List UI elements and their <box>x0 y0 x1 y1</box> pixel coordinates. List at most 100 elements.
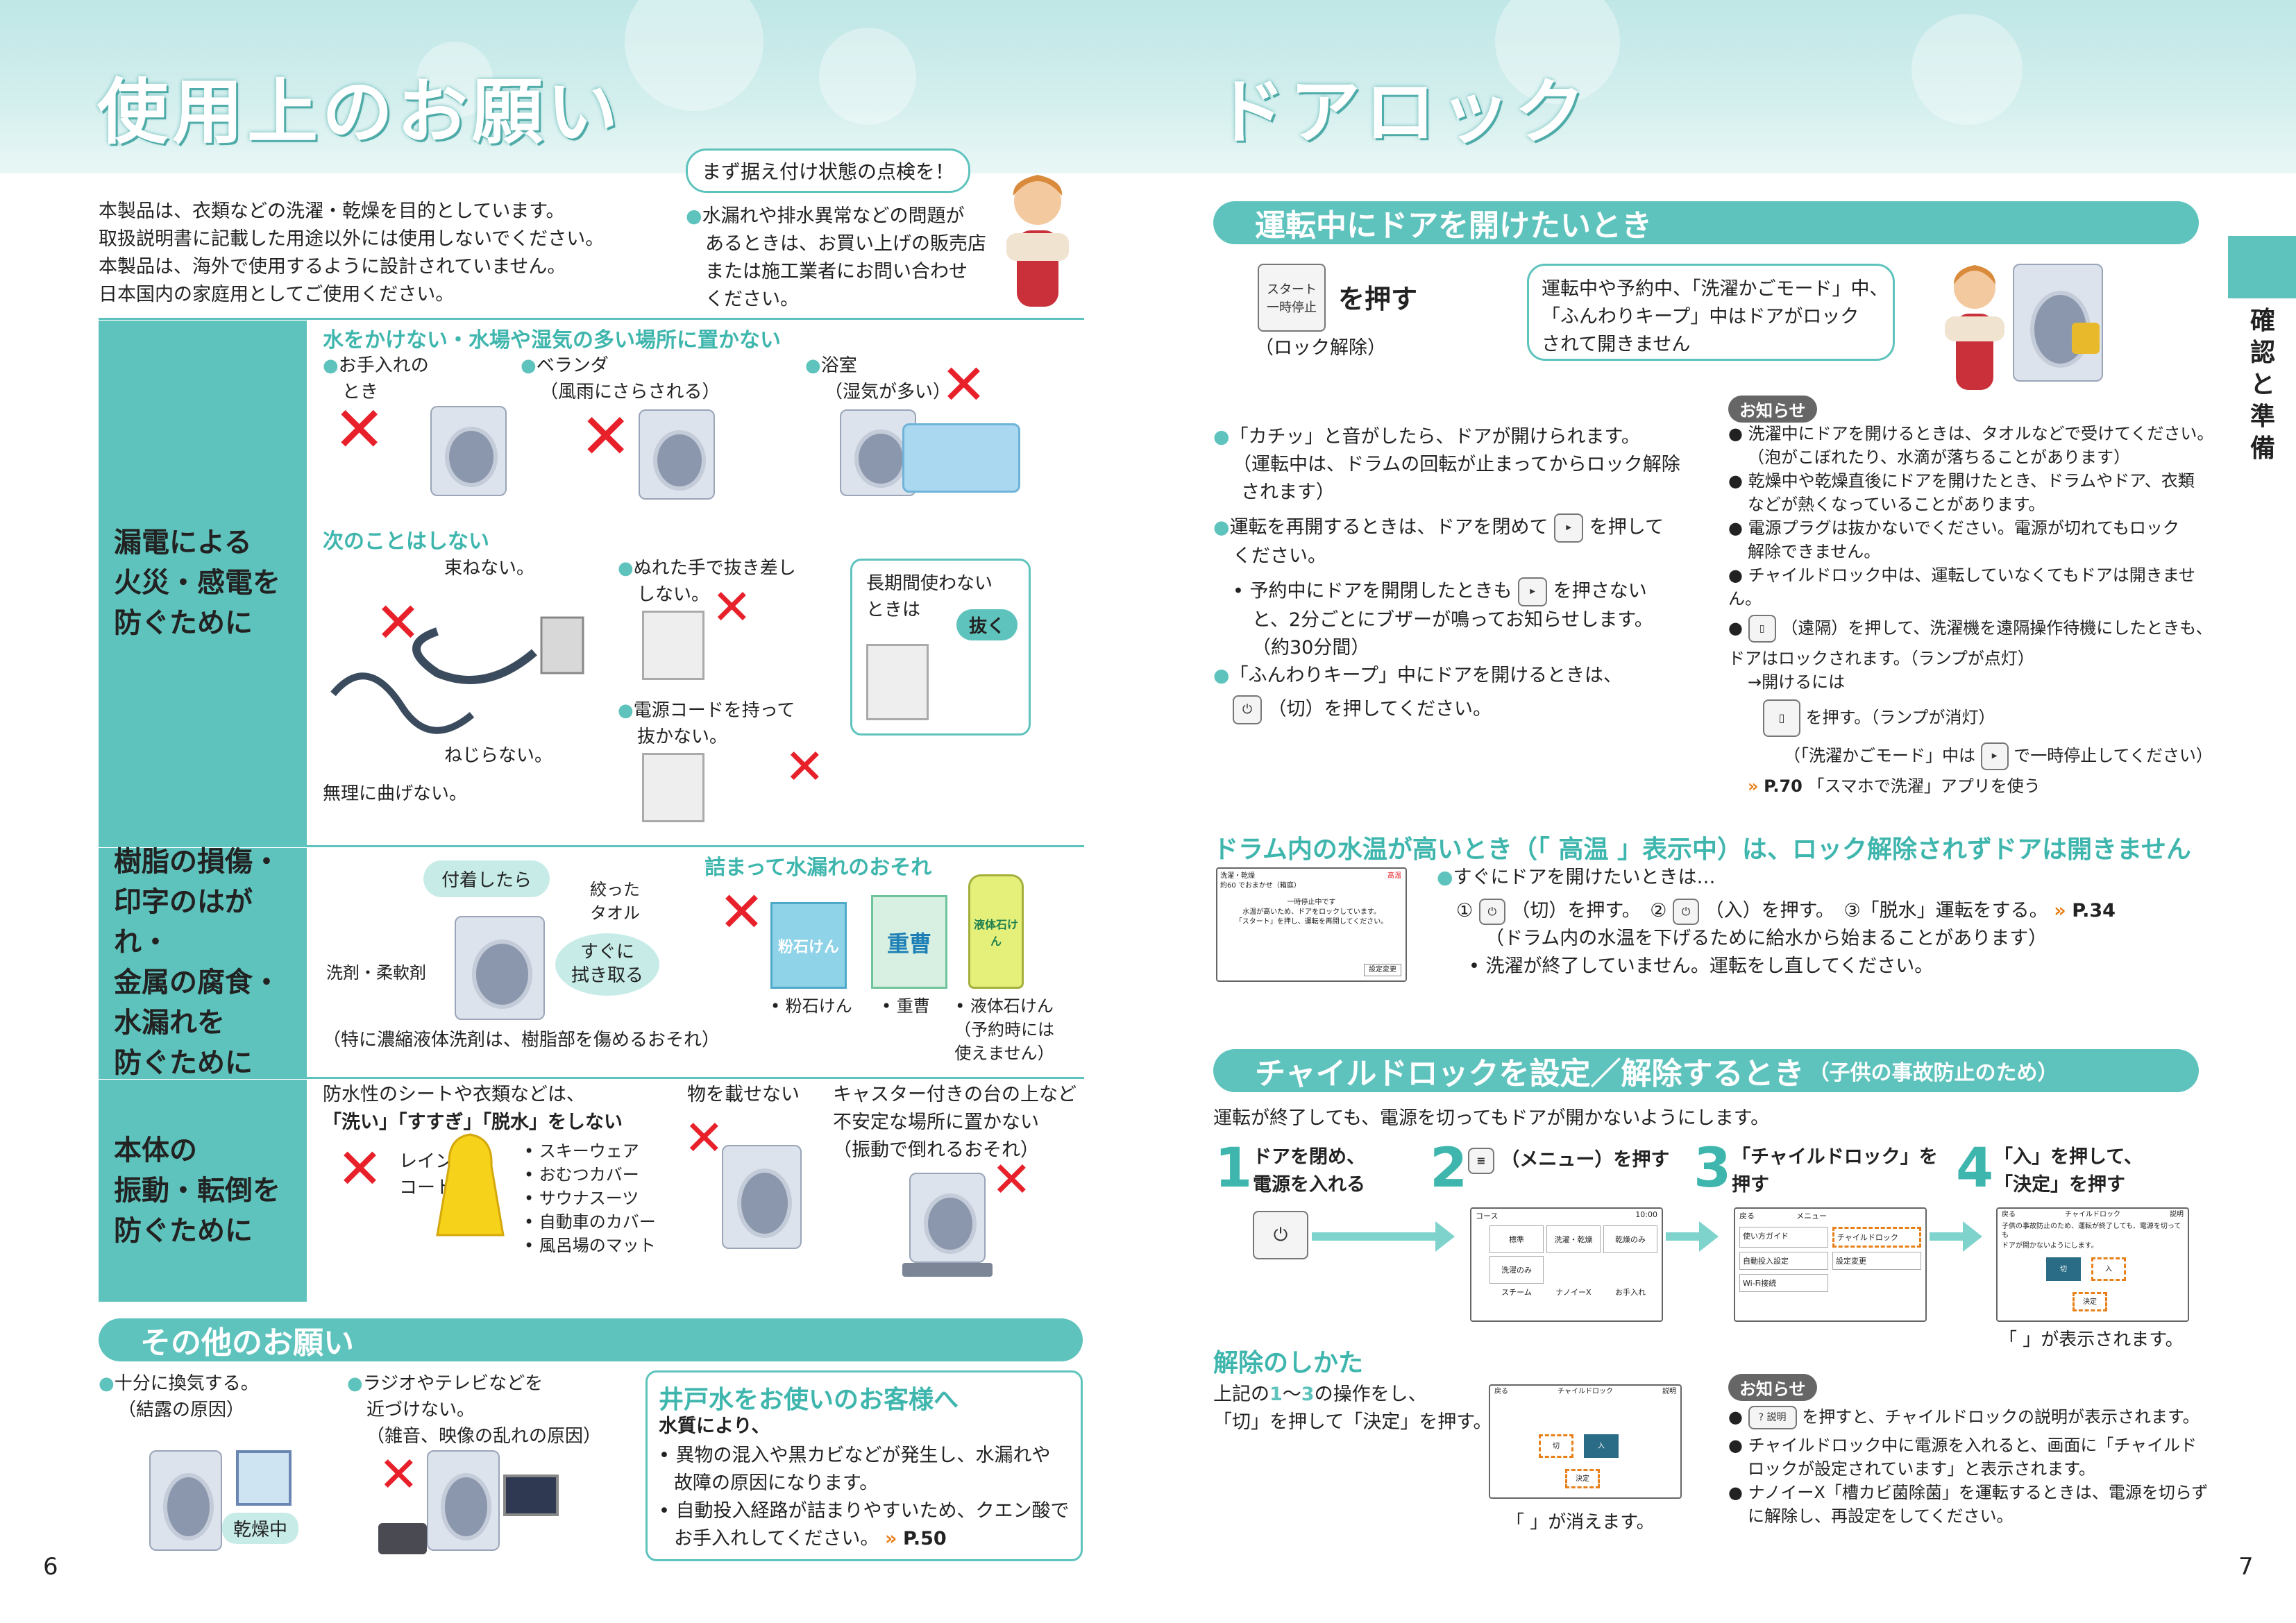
bathtub-illustration <box>902 423 1020 493</box>
radio-text: ●ラジオやテレビなどを近づけない。（雑音、映像の乱れの原因） <box>347 1373 602 1447</box>
prohibit-x-icon: ✕ <box>580 400 632 473</box>
page-number-left: 6 <box>43 1553 58 1581</box>
start-button-inline[interactable]: ▶ <box>1554 513 1584 543</box>
outlet-illustration <box>642 753 704 822</box>
chapter-tab <box>2228 236 2296 298</box>
attached-bubble: 付着したら <box>423 860 550 897</box>
row1-heading-dont: 次のことはしない <box>323 529 489 554</box>
clog-heading: 詰まって水漏れのおそれ <box>704 856 932 880</box>
high-temp-screen: 洗濯・乾燥約60 でおまかせ（箱庭） 一時停止中です 水温が高いため、ドアをロッ… <box>1216 867 1407 982</box>
prohibit-x-icon: ✕ <box>337 1137 384 1201</box>
off-option[interactable]: 切 <box>1539 1434 1573 1458</box>
woman-illustration <box>986 167 1090 312</box>
divider <box>99 845 1084 847</box>
step-number-4: 4 <box>1956 1137 1994 1200</box>
confirm-option[interactable]: 決定 <box>2073 1292 2107 1311</box>
notice-badge: お知らせ <box>1728 396 1817 423</box>
row2-note: （特に濃縮液体洗剤は、樹脂部を傷めるおそれ） <box>323 1030 720 1051</box>
outlet-illustration <box>866 644 929 720</box>
no-twist-text: ねじらない。 <box>444 745 553 766</box>
install-note: ●水漏れや排水異常などの問題が あるときは、お買い上げの販売店 または施工業者に… <box>686 205 986 310</box>
menu-button-inline[interactable]: ≡ <box>1468 1147 1494 1174</box>
remote-button-inline[interactable]: ▯ <box>1763 699 1800 737</box>
menu-screen: 戻るメニュー 使い方ガイド チャイルドロック 自動投入設定 設定変更 Wi-Fi… <box>1734 1207 1927 1322</box>
power-button[interactable]: ⏻ <box>1253 1211 1308 1259</box>
check-bubble: まず据え付け状態の点検を！ <box>686 148 970 193</box>
well-water-sub: 水質により、 <box>659 1416 770 1437</box>
left-header <box>0 0 1148 173</box>
lock-icon <box>2072 323 2100 354</box>
well-water-box: 井戸水をお使いのお客様へ 水質により、 • 異物の混入や黒カビなどが発生し、水漏… <box>645 1370 1083 1561</box>
section-child-lock: チャイルドロックを設定／解除するとき（子供の事故防止のため） <box>1213 1049 2199 1092</box>
power-off-button-inline[interactable]: ⏻ <box>1478 898 1505 925</box>
divider <box>99 1077 1084 1079</box>
power-off-button-inline[interactable]: ⏻ <box>1233 695 1262 724</box>
well-page-ref[interactable]: P.50 <box>903 1528 947 1549</box>
washer-illustration <box>430 406 507 496</box>
push-label: を押す <box>1338 284 1418 314</box>
caster-text: キャスター付きの台の上など不安定な場所に置かない（振動で倒れるおそれ） <box>833 1084 1077 1161</box>
prohibit-x-icon: ✕ <box>378 1446 419 1503</box>
washer-illustration <box>840 409 916 496</box>
shown-text: 「 」が表示されます。 <box>1999 1329 2184 1350</box>
step-arrow <box>1666 1221 1719 1252</box>
no-bundle-text: 束ねない。 <box>444 558 535 579</box>
well-water-item2: • 自動投入経路が詰まりやすいため、クエン酸でお手入れしてください。 » P.5… <box>659 1500 1070 1549</box>
water-case-bathroom: ●浴室（湿気が多い） <box>805 355 952 402</box>
unplug-box: 長期間使わないときは 抜く <box>850 559 1031 736</box>
liquid-soap-bottle: 液体石けん <box>968 874 1024 989</box>
step-number-1: 1 <box>1215 1137 1253 1200</box>
help-button-inline[interactable]: ? 説明 <box>1748 1406 1797 1429</box>
vent-text: ●十分に換気する。（結露の原因） <box>99 1373 259 1420</box>
prohibit-x-icon: ✕ <box>684 1110 725 1166</box>
prohibit-x-icon: ✕ <box>718 880 766 944</box>
step2-text: ≡ （メニュー）を押す <box>1468 1146 1669 1174</box>
washer-illustration <box>909 1173 986 1263</box>
lock-bubble: 運転中や予約中、「洗濯かごモード」中、「ふんわりキープ」中はドアがロックされて開… <box>1527 264 1895 361</box>
soap2-label: • 重曹 <box>881 996 930 1016</box>
row-label-vibration: 本体の振動・転倒を防ぐために <box>99 1080 307 1302</box>
gone-text: 「 」が消えます。 <box>1506 1512 1655 1533</box>
start-button-inline[interactable]: ▶ <box>1980 742 2009 770</box>
dry-page-ref[interactable]: P.34 <box>2072 900 2116 921</box>
row-label-electric: 漏電による火災・感電を防ぐために <box>99 321 307 845</box>
confirm-option[interactable]: 決定 <box>1565 1469 1600 1488</box>
step-number-2: 2 <box>1430 1137 1468 1200</box>
wipe-bubble: すぐに拭き取る <box>555 933 659 996</box>
no-bend-text: 無理に曲げない。 <box>323 783 468 804</box>
power-on-button-inline[interactable]: ⏻ <box>1673 898 1700 925</box>
intro-text: 本製品は、衣類などの洗濯・乾燥を目的としています。取扱説明書に記載した用途以外に… <box>99 201 605 305</box>
remote-button-inline[interactable]: ▯ <box>1748 615 1776 643</box>
header-decor <box>819 28 916 125</box>
door-instructions: ●「カチッ」と音がしたら、ドアが開けられます。 （運転中は、ドラムの回転が止まっ… <box>1213 423 1685 724</box>
soda-package: 重曹 <box>871 895 947 989</box>
woman-illustration <box>1930 257 2020 396</box>
on-option[interactable]: 入 <box>1584 1434 1619 1458</box>
row1-heading-water: 水をかけない・水場や湿気の多い場所に置かない <box>323 328 781 352</box>
cord-pull-text: ●電源コードを持って抜かない。 <box>618 700 795 747</box>
page-number-right: 7 <box>2238 1553 2254 1581</box>
unplug-label: 抜く <box>956 609 1018 640</box>
towel-label: 絞ったタオル <box>590 880 640 923</box>
soap-package: 粉石けん <box>770 902 847 989</box>
prohibit-x-icon: ✕ <box>375 590 422 655</box>
start-button-inline[interactable]: ▶ <box>1518 577 1548 606</box>
start-pause-button[interactable]: スタート一時停止 <box>1258 264 1326 332</box>
notice-badge: お知らせ <box>1728 1374 1817 1401</box>
other-requests-bar: その他のお願い <box>99 1318 1083 1361</box>
child-lock-screen: 戻るチャイルドロック説明 子供の事故防止のため、運転が終了しても、電源を切っても… <box>1996 1207 2189 1322</box>
wet-hand-text: ●ぬれた手で抜き差ししない。 <box>618 558 796 605</box>
tv-illustration <box>503 1475 559 1516</box>
well-water-title: 井戸水をお使いのお客様へ <box>659 1386 959 1414</box>
notice-list: ● 洗濯中にドアを開けるときは、タオルなどで受けてください。（泡がこぼれたり、水… <box>1728 424 2214 796</box>
off-option[interactable]: 切 <box>2046 1257 2081 1281</box>
detergent-label: 洗剤・柔軟剤 <box>326 963 426 983</box>
release-text: 上記の1～3の操作をし、 「切」を押して「決定」を押す。 <box>1213 1384 1492 1433</box>
step3-text: 「チャイルドロック」を押す <box>1732 1146 1938 1196</box>
notice-page-ref[interactable]: P.70 <box>1764 776 1803 796</box>
soap1-label: • 粉石けん <box>770 996 852 1016</box>
child-lock-menu-item[interactable]: チャイルドロック <box>1832 1227 1921 1248</box>
on-option[interactable]: 入 <box>2091 1257 2126 1281</box>
window-illustration <box>236 1450 292 1506</box>
